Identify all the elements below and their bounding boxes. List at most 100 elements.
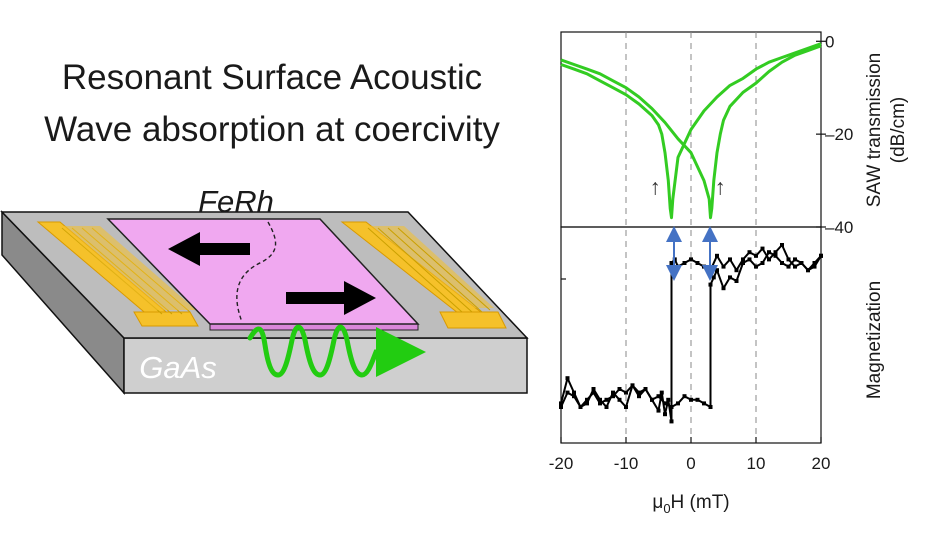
magnetization-point (565, 376, 570, 381)
domain-wall-icon (236, 221, 277, 323)
magnetization-point (721, 286, 726, 291)
magnetization-point (702, 401, 706, 406)
magnetization-point (786, 264, 791, 269)
magnetization-point (715, 268, 719, 273)
ferh-film-edge (209, 323, 419, 331)
magnetization-point (637, 394, 641, 399)
magnetization-point (734, 268, 739, 273)
magnetization-point (682, 394, 687, 399)
magnetization-point (741, 261, 745, 265)
magnetization-point (650, 397, 654, 402)
magnetization-point (741, 257, 745, 262)
left-arrow-icon (168, 232, 250, 266)
magnetization-point (604, 397, 609, 402)
magnetization-point (659, 390, 664, 395)
x-axis-label: μ0H (mT) (652, 492, 729, 516)
saw-series-0 (560, 42, 822, 220)
magnetization-point (754, 253, 758, 258)
magnetization-point (715, 253, 719, 258)
magnetization-point (669, 405, 674, 409)
magnetization-point (630, 383, 635, 388)
magnetization-point (669, 261, 674, 265)
magnetization-point (760, 261, 765, 265)
magnetization-point (585, 401, 589, 406)
magnetization-point (728, 257, 732, 262)
saw-wave-icon (247, 324, 426, 378)
magnetization-point (812, 264, 817, 269)
magnetization-point (747, 257, 752, 262)
magnetization-point (734, 279, 739, 283)
magnetization-point (708, 282, 713, 287)
magnetization-point (565, 390, 570, 395)
magnetization-point (773, 250, 778, 255)
magnetization-point (786, 257, 791, 262)
magnetization-point (611, 394, 615, 399)
magnetization-point (666, 397, 671, 402)
top-ylabel-line2: (dB/cm) (888, 97, 909, 164)
magnetization-point (611, 390, 615, 395)
magnetization-point (806, 268, 810, 273)
magnetization-point (591, 387, 596, 391)
magnetization-point (604, 405, 609, 409)
bottom-ylabel: Magnetization (864, 281, 885, 399)
xtick-label: 0 (686, 454, 695, 473)
magnetization-point (767, 250, 771, 255)
figure-title-line-2: Wave absorption at coercivity (44, 110, 500, 149)
magnetization-point (663, 401, 667, 406)
charts: ↑ ↑ 0 –20 –40 -20 -10 0 10 20 SAW transmission (… (549, 31, 909, 516)
magnetization-point (591, 390, 596, 395)
top-ytick-label: –40 (825, 218, 853, 237)
substrate-label: GaAs (139, 350, 217, 385)
dip-annotation-1: ↑ (715, 175, 726, 200)
xtick-label: -10 (614, 454, 639, 473)
magnetization-point (598, 397, 602, 402)
x-axis-label-sub: 0 (663, 501, 670, 516)
magnetization-point (669, 419, 674, 424)
magnetization-point (793, 257, 797, 262)
magnetization-point (799, 261, 804, 265)
magnetization-point (572, 390, 576, 395)
xtick-label: 20 (812, 454, 831, 473)
magnetization-point (676, 401, 680, 406)
magnetization-point (617, 387, 622, 391)
dip-annotation-0: ↑ (650, 175, 661, 200)
magnetization-point (711, 275, 716, 280)
magnetization-point (572, 394, 576, 399)
magnetization-point (819, 253, 823, 258)
magnetization-point (598, 401, 602, 406)
magnetization-point (559, 401, 563, 406)
magnetization-point (695, 261, 700, 265)
xtick-label: 10 (747, 454, 766, 473)
magnetization-point (617, 397, 622, 402)
magnetization-point (689, 257, 693, 262)
magnetization-point (663, 412, 667, 417)
saw-series-1 (560, 44, 822, 220)
magnetization-point (682, 261, 687, 265)
magnetization-point (585, 397, 589, 402)
magnetization-point (721, 264, 726, 269)
left-electrode (36, 221, 199, 327)
magnetization-point (624, 405, 628, 409)
top-ytick-label: –20 (825, 125, 853, 144)
magnetization-point (747, 250, 752, 255)
magnetization-point (793, 264, 797, 269)
magnetization-point (780, 243, 784, 247)
magnetization-point (754, 264, 758, 269)
magnetization-point (689, 397, 693, 402)
magnetization-point (656, 394, 661, 399)
figure-title-line-1: Resonant Surface Acoustic (61, 58, 483, 97)
magnetization-point (676, 264, 680, 269)
xtick-label: -20 (549, 454, 574, 473)
top-ytick-label: 0 (825, 32, 834, 51)
magnetization-point (695, 397, 700, 402)
magnetization-point (708, 405, 713, 409)
magnetization-point (578, 405, 583, 409)
top-ylabel-line1: SAW transmission (864, 53, 885, 208)
magnetization-point (559, 405, 563, 409)
device-schematic: FeRh GaAs (0, 184, 529, 395)
magnetization-point (702, 264, 706, 269)
x-axis-label-rest: H (mT) (671, 492, 730, 513)
magnetization-point (773, 253, 778, 258)
right-arrow-icon (286, 281, 376, 315)
